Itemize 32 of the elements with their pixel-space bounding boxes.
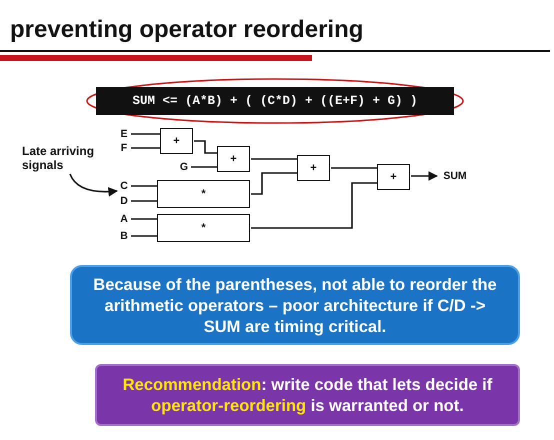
wire bbox=[194, 140, 217, 154]
operator-block: + bbox=[160, 128, 193, 154]
operator-block: * bbox=[157, 180, 250, 208]
operator-block: * bbox=[157, 214, 250, 242]
annotation-text: Late arriving signals bbox=[22, 143, 118, 173]
signal-name: SUM bbox=[438, 169, 472, 183]
operator-block: + bbox=[297, 155, 330, 181]
recommendation-panel: Recommendation: write code that lets decide if operator-reordering is warranted or not. bbox=[95, 364, 520, 426]
operator-block: + bbox=[377, 164, 410, 190]
signal-name: B bbox=[118, 229, 130, 243]
explanation-panel: Because of the parentheses, not able to reorder the arithmetic operators – poor architecture if C/D -> SUM are timing critical. bbox=[70, 265, 520, 345]
wire bbox=[131, 147, 160, 149]
signal-name: E bbox=[118, 127, 130, 141]
wire bbox=[131, 235, 157, 237]
signal-name: A bbox=[118, 212, 130, 226]
wire bbox=[191, 166, 217, 168]
wire bbox=[131, 133, 160, 135]
wire bbox=[251, 158, 297, 160]
signal-name: G bbox=[178, 160, 190, 174]
wire bbox=[251, 182, 377, 229]
operator-block: + bbox=[217, 146, 250, 172]
signal-name: F bbox=[118, 141, 130, 155]
signal-name: D bbox=[118, 194, 130, 208]
wire bbox=[251, 172, 297, 195]
curved-arrow bbox=[69, 174, 118, 196]
wire bbox=[131, 200, 157, 202]
arrow bbox=[411, 171, 438, 181]
wire bbox=[131, 218, 157, 220]
wire bbox=[131, 185, 157, 187]
wire bbox=[331, 167, 377, 169]
signal-name: C bbox=[118, 179, 130, 193]
slide-title: preventing operator reordering bbox=[10, 16, 364, 44]
